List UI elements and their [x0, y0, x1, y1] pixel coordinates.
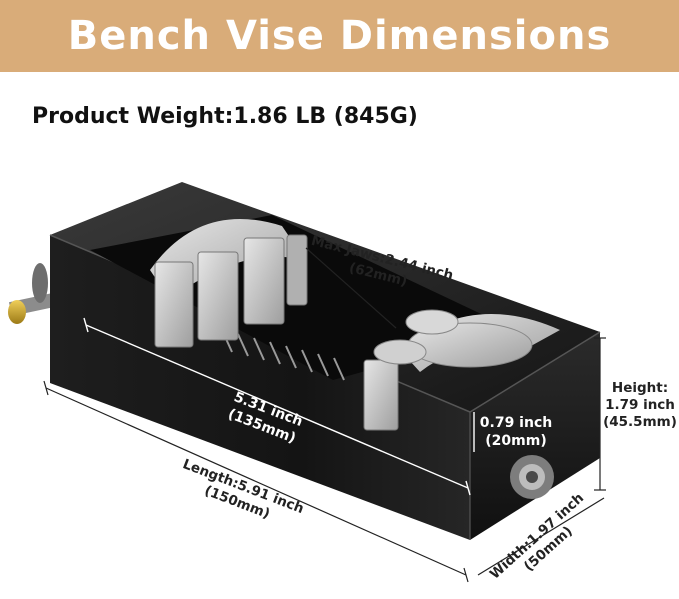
- width-line: [477, 497, 605, 576]
- adjust-screw: [8, 263, 55, 324]
- max-jaws-line: [305, 247, 397, 329]
- title-banner: [0, 0, 679, 72]
- height-metric: (45.5mm): [603, 414, 677, 430]
- left-jaw: [150, 218, 308, 348]
- page-title: Bench Vise Dimensions: [67, 13, 612, 59]
- product-weight: Product Weight:1.86 LB (845G): [32, 104, 418, 129]
- height-value: 1.79 inch: [605, 397, 675, 413]
- knurled-wheel: [32, 263, 48, 303]
- spring: [221, 329, 345, 381]
- right-jaw: [363, 309, 560, 431]
- jaw-height-metric: (20mm): [485, 433, 547, 449]
- brass-knob: [8, 300, 26, 324]
- jaw-height-value: 0.79 inch: [479, 415, 553, 431]
- height-label: Height: 1.79 inch (45.5mm): [602, 380, 678, 431]
- length-line: [43, 380, 469, 583]
- jaw-height-label: 0.79 inch (20mm): [476, 414, 556, 450]
- height-line: [594, 337, 606, 491]
- inner-length-line: [83, 317, 471, 496]
- bench-vise-illustration: [8, 182, 606, 583]
- height-caption: Height:: [611, 380, 669, 396]
